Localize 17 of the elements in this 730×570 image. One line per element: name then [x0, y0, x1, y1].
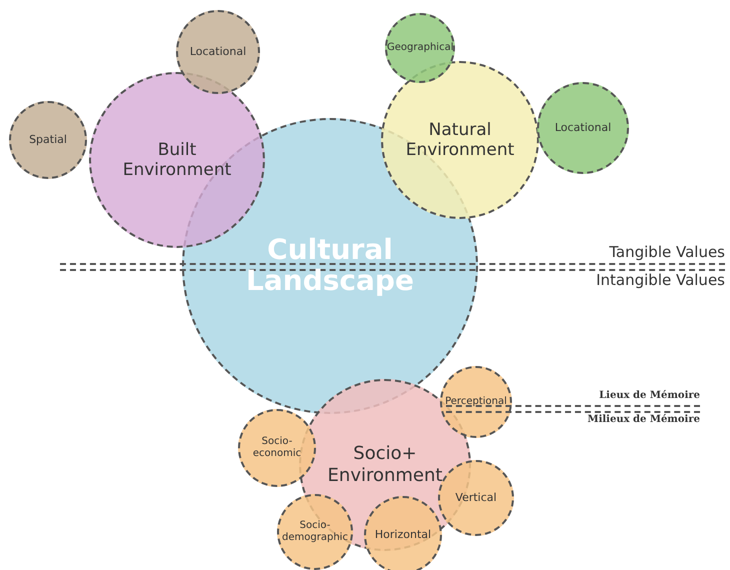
section-label: Tangible Values: [609, 243, 725, 261]
section-label: Intangible Values: [596, 271, 725, 289]
circle-label: Socio-demographic: [281, 520, 349, 544]
circle-label: Locational: [554, 121, 612, 135]
circle-label: Horizontal: [374, 528, 432, 542]
circle-label: Locational: [190, 45, 246, 59]
circle-label: Built Environment: [122, 140, 232, 180]
circle-label: Geographical: [387, 42, 453, 54]
circle-label: Cultural Landscape: [245, 235, 415, 297]
circle-label: Spatial: [29, 133, 67, 147]
section-label: Lieux de Mémoire: [599, 390, 700, 401]
circle-label: Socio-economic: [252, 436, 302, 460]
circle-label: Natural Environment: [404, 120, 516, 160]
circle-label: Perceptional: [445, 396, 507, 408]
circle-label: Socio+ Environment: [326, 443, 444, 487]
section-label: Milieux de Mémoire: [588, 414, 700, 425]
circle-label: Vertical: [455, 491, 497, 505]
